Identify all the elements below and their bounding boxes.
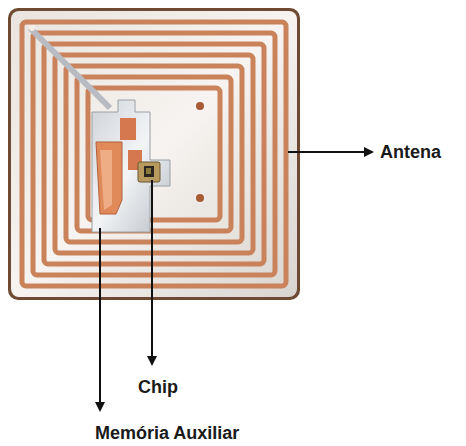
feed-dot [29, 25, 35, 31]
via-dot [196, 102, 204, 110]
memory-pad [96, 142, 122, 214]
part-label: Antena [380, 143, 441, 161]
copper-pad [120, 118, 136, 140]
tag-border [8, 8, 300, 300]
inlay-area [92, 100, 170, 232]
part-label: Chip [138, 378, 178, 396]
memory-highlight [100, 150, 112, 210]
leader-arrow [288, 151, 372, 153]
via-dot [196, 194, 204, 202]
coil-loop [22, 22, 286, 286]
antenna-coil [22, 22, 286, 286]
leader-arrow [99, 228, 101, 410]
chip-die [144, 166, 154, 177]
feed-line [30, 28, 110, 108]
leader-arrow [151, 180, 153, 364]
tag-substrate [11, 11, 297, 297]
chip-frame [138, 162, 160, 182]
part-label: Memória Auxiliar [95, 424, 239, 442]
chip-die-core [146, 168, 151, 174]
